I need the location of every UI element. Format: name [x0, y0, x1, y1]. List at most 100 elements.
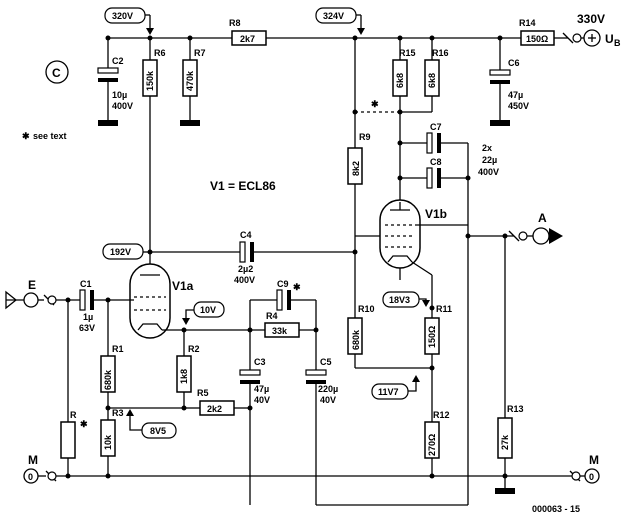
svg-text:47µ: 47µ — [254, 384, 269, 394]
svg-text:270Ω: 270Ω — [427, 434, 437, 456]
svg-text:✱: ✱ — [293, 282, 301, 292]
ground-rail — [56, 473, 575, 479]
svg-text:330V: 330V — [577, 12, 605, 26]
voltage-label-8v5: 8V5 — [126, 409, 177, 439]
svg-text:22µ: 22µ — [482, 155, 497, 165]
svg-text:0: 0 — [589, 472, 594, 482]
svg-text:R5: R5 — [197, 388, 209, 398]
svg-text:8k2: 8k2 — [351, 161, 361, 176]
svg-text:R13: R13 — [507, 404, 524, 414]
svg-text:R8: R8 — [229, 18, 241, 28]
svg-text:11V7: 11V7 — [378, 387, 399, 397]
svg-text:C8: C8 — [430, 157, 442, 167]
tube-v1b: V1b — [379, 199, 447, 269]
resistor-r11: R11 150Ω — [424, 275, 452, 422]
capacitor-c7: C7 — [400, 122, 468, 154]
svg-text:1µ: 1µ — [83, 312, 93, 322]
svg-text:192V: 192V — [110, 247, 131, 257]
svg-text:2k2: 2k2 — [207, 404, 222, 414]
svg-text:A: A — [538, 211, 547, 225]
svg-text:1k8: 1k8 — [179, 369, 189, 384]
svg-text:R4: R4 — [266, 311, 278, 321]
svg-text:R3: R3 — [112, 408, 124, 418]
capacitor-c5: C5 220µ 40V — [305, 330, 338, 505]
svg-text:C6: C6 — [508, 58, 520, 68]
svg-text:C2: C2 — [112, 56, 124, 66]
svg-text:R14: R14 — [519, 18, 536, 28]
svg-text:40V: 40V — [254, 395, 270, 405]
voltage-label-18v3: 18V3 — [382, 291, 430, 308]
svg-text:2k7: 2k7 — [240, 34, 255, 44]
resistor-r3: R3 10k — [100, 408, 124, 476]
svg-text:47µ: 47µ — [508, 90, 523, 100]
capacitor-c3: C3 47µ 40V — [239, 330, 270, 505]
svg-text:150Ω: 150Ω — [427, 326, 437, 348]
svg-text:2x: 2x — [482, 143, 492, 153]
capacitor-c4: C4 2µ2 400V — [234, 230, 355, 285]
capacitor-c1: C1 1µ 63V — [79, 279, 134, 333]
capacitor-c2: C2 10µ 400V — [97, 38, 133, 126]
c-logo: C — [45, 60, 69, 84]
svg-text:18V3: 18V3 — [389, 295, 410, 305]
svg-text:220µ: 220µ — [318, 384, 338, 394]
svg-text:C9: C9 — [277, 279, 289, 289]
svg-text:10k: 10k — [103, 434, 113, 450]
see-text-note: ✱ see text — [22, 131, 67, 141]
ground-terminal-left[interactable]: 0 M — [23, 453, 57, 484]
svg-text:C1: C1 — [80, 279, 92, 289]
voltage-label-192v: 192V — [102, 243, 150, 260]
svg-text:R: R — [70, 410, 77, 420]
capacitor-c9: C9 ✱ — [249, 279, 317, 330]
svg-text:27k: 27k — [500, 434, 510, 450]
svg-text:470k: 470k — [185, 70, 195, 91]
tube-v1a: V1a — [129, 252, 194, 339]
resistor-r: R ✱ — [60, 300, 88, 476]
svg-text:R11: R11 — [436, 304, 452, 314]
capacitor-c8: C8 — [400, 157, 468, 189]
svg-text:E: E — [28, 278, 36, 292]
svg-text:C7: C7 — [430, 122, 442, 132]
svg-text:B: B — [614, 38, 621, 48]
resistor-r6: R6 150k — [142, 38, 166, 252]
dashed-link: ✱ — [355, 99, 400, 113]
svg-text:6k8: 6k8 — [427, 73, 437, 88]
svg-text:R2: R2 — [188, 344, 200, 354]
svg-text:R16: R16 — [432, 48, 449, 58]
resistor-r10: R10 680k — [347, 304, 432, 369]
resistor-r15: R15 6k8 — [392, 38, 416, 112]
svg-text:✱: ✱ — [22, 131, 30, 141]
svg-text:680k: 680k — [351, 329, 361, 350]
svg-text:33k: 33k — [272, 326, 288, 336]
svg-text:10µ: 10µ — [112, 90, 127, 100]
svg-text:R6: R6 — [154, 48, 166, 58]
resistor-r5: R5 2k2 — [184, 388, 250, 416]
resistor-r12: R12 270Ω — [424, 410, 450, 476]
svg-text:10V: 10V — [200, 305, 216, 315]
ground-terminal-right[interactable]: 0 M — [569, 453, 600, 484]
voltage-label-11v7: 11V7 — [371, 375, 420, 400]
svg-text:M: M — [28, 453, 38, 467]
svg-text:see text: see text — [33, 131, 67, 141]
svg-text:400V: 400V — [234, 275, 255, 285]
figure-number: 000063 - 15 — [532, 504, 580, 514]
resistor-r2: R2 1k8 — [176, 344, 200, 408]
voltage-label-10v: 10V — [182, 301, 225, 325]
svg-text:2µ2: 2µ2 — [238, 264, 253, 274]
svg-text:6k8: 6k8 — [395, 73, 405, 88]
svg-text:150Ω: 150Ω — [526, 34, 548, 44]
voltage-label-324v: 324V — [315, 7, 365, 35]
svg-text:400V: 400V — [112, 101, 133, 111]
svg-text:U: U — [605, 32, 614, 46]
input-terminal-e[interactable]: E — [5, 278, 57, 310]
resistor-r16: R16 6k8 — [424, 38, 449, 112]
resistor-r7: R7 470k — [180, 38, 206, 126]
svg-text:M: M — [589, 453, 599, 467]
svg-text:40V: 40V — [320, 395, 336, 405]
svg-text:C4: C4 — [240, 230, 252, 240]
output-terminal-a[interactable]: A — [468, 211, 563, 245]
svg-text:150k: 150k — [145, 70, 155, 91]
svg-text:R1: R1 — [112, 344, 124, 354]
svg-text:R10: R10 — [358, 304, 375, 314]
svg-text:680k: 680k — [103, 369, 113, 390]
